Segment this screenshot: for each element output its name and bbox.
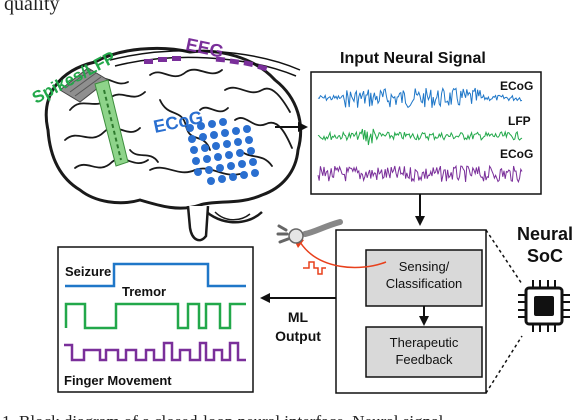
bottom-caption: 1. Block diagram of a closed-loop neural…: [2, 412, 444, 420]
chip-zoom-line-bottom: [485, 335, 523, 394]
ecog-electrode: [219, 118, 227, 126]
arrow-brain-to-signal: [275, 122, 308, 132]
neural-soc-title-line1: Neural: [517, 224, 573, 244]
ecog-electrode: [245, 136, 253, 144]
ecog-electrode: [199, 133, 207, 141]
sensing-label-line1: Sensing/: [399, 259, 450, 274]
ecog-electrode: [247, 147, 255, 155]
ecog-electrode: [186, 124, 194, 132]
ecog-electrode: [207, 177, 215, 185]
ecog-electrode: [251, 169, 259, 177]
ecog-electrode: [223, 140, 231, 148]
ecog-electrode: [194, 168, 202, 176]
eeg-arc-outer: [109, 49, 301, 71]
ecog-electrode: [201, 144, 209, 152]
therapeutic-label-line2: Feedback: [395, 352, 453, 367]
signal-trace-lfp-green: [317, 128, 523, 146]
eeg-electrode-dashes: [144, 56, 268, 72]
signal-trace-ecog-purple: [317, 164, 523, 184]
tremor-waveform: [64, 302, 246, 330]
sensing-label-line2: Classification: [386, 276, 463, 291]
ecog-electrode: [232, 127, 240, 135]
ecog-electrode-grid: [186, 118, 259, 185]
arrow-sensing-to-therapeutic: [419, 306, 429, 326]
ecog-electrode: [234, 138, 242, 146]
input-signal-title: Input Neural Signal: [340, 50, 486, 67]
ecog-electrode: [243, 125, 251, 133]
prosthetic-hand-icon: [276, 219, 343, 244]
ecog-electrode: [210, 131, 218, 139]
therapeutic-feedback-box: [365, 326, 483, 378]
trace-label-ecog-top: ECoG: [500, 79, 533, 93]
chip-icon: [518, 280, 570, 332]
ecog-electrode: [227, 162, 235, 170]
tremor-label: Tremor: [122, 284, 166, 299]
ecog-electrode: [216, 164, 224, 172]
arrow-signal-to-soc: [415, 194, 425, 226]
spikes-lfp-probe: [59, 67, 129, 167]
eeg-arc-inner: [114, 56, 297, 77]
ecog-electrode: [192, 157, 200, 165]
ecog-electrode: [221, 129, 229, 137]
seizure-waveform: [65, 262, 246, 288]
ecog-electrode: [208, 120, 216, 128]
ecog-electrode: [214, 153, 222, 161]
therapeutic-label-line1: Therapeutic: [390, 335, 459, 350]
chip-zoom-line-top: [485, 229, 523, 285]
arrow-soc-to-output: [260, 293, 336, 303]
ecog-electrode: [229, 173, 237, 181]
neural-soc-title-line2: SoC: [527, 246, 563, 266]
signal-trace-ecog-blue: [317, 87, 523, 109]
ecog-electrode: [190, 146, 198, 154]
ecog-electrode: [218, 175, 226, 183]
trace-label-ecog-bottom: ECoG: [500, 147, 533, 161]
finger-movement-waveform: [64, 341, 246, 362]
ecog-electrode: [225, 151, 233, 159]
ecog-electrode: [188, 135, 196, 143]
ecog-electrode: [212, 142, 220, 150]
seizure-label: Seizure: [65, 264, 111, 279]
ecog-electrode: [236, 149, 244, 157]
ecog-electrode: [238, 160, 246, 168]
ml-output-label-line2: Output: [275, 328, 321, 344]
trace-label-lfp: LFP: [508, 114, 531, 128]
top-partial-text: quality: [4, 0, 60, 15]
ecog-electrode: [203, 155, 211, 163]
ecog-electrode: [240, 171, 248, 179]
ecog-electrode: [197, 122, 205, 130]
ml-output-label-line1: ML: [288, 309, 309, 325]
ecog-electrode: [205, 166, 213, 174]
ecog-electrode: [249, 158, 257, 166]
finger-movement-label: Finger Movement: [64, 373, 172, 388]
